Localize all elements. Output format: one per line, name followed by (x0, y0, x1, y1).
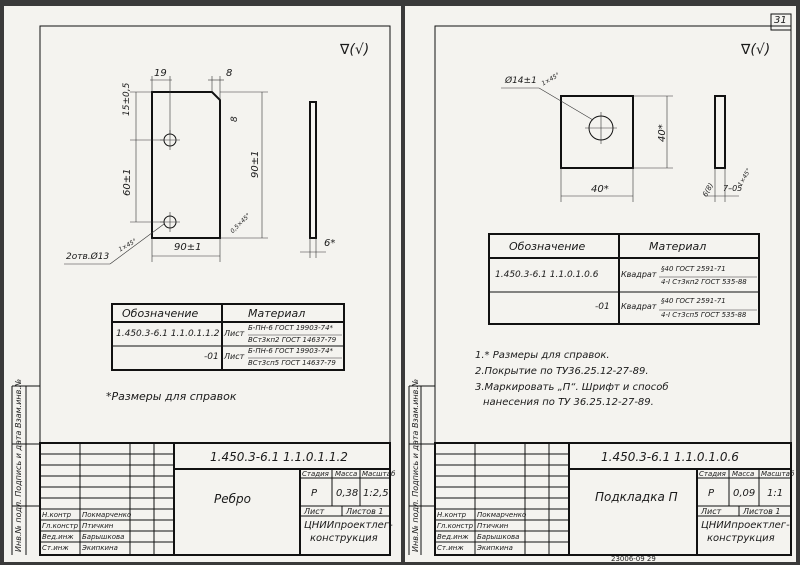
spec-table-frame (111, 303, 345, 371)
spec-row2-material-bottom: ВСт3сп5 ГОСТ 14637-79 (248, 359, 336, 367)
stamp-name-2: Барышкова (82, 533, 125, 541)
spec-header-designation: Обозначение (509, 240, 586, 253)
roughness-symbol: ∇(√) (340, 42, 370, 58)
note-2: 2.Покрытие по ТУ36.25.12-27-89. (475, 366, 649, 377)
stamp-role-2: Вед.инж (42, 533, 74, 541)
dim-40-horizontal: 40* (591, 184, 609, 195)
stamp-name-3: Экипкина (82, 544, 118, 552)
dim-hole-diameter: Ø14±1 (505, 76, 537, 86)
stamp-mass: 0,38 (336, 488, 359, 499)
side-view (309, 101, 317, 239)
note-3-cont: нанесения по ТУ 36.25.12-27-89. (483, 397, 654, 408)
stamp-sheet: Лист (701, 507, 722, 516)
page-number-box (770, 13, 792, 31)
spec-row2-material-top: §40 ГОСТ 2591-71 (661, 297, 726, 305)
stamp-name-3: Экипкина (477, 544, 513, 552)
spec-row2-code: -01 (204, 352, 219, 362)
stamp-name-1: Птичкин (477, 522, 509, 530)
dim-8: 8 (226, 68, 233, 79)
spec-row1-material-top: Б-ПН-6 ГОСТ 19903-74* (248, 324, 334, 332)
stamp-mass-header: Масса (335, 470, 358, 478)
stamp-doc-code: 1.450.3-6.1 1.1.0.1.1.2 (210, 450, 348, 464)
roughness-symbol: ∇(√) (741, 42, 771, 58)
spec-row1-material-bottom: ВСт3кп2 ГОСТ 14637-79 (248, 336, 337, 344)
stamp-role-3: Ст.инж (42, 544, 69, 552)
spec-row1-type: Лист (224, 329, 245, 338)
spec-header-designation: Обозначение (122, 307, 199, 320)
stamp-mass: 0,09 (733, 488, 756, 499)
stamp-title: Подкладка П (595, 490, 678, 504)
stamp-role-1: Гл.констр (42, 522, 79, 530)
stamp-scale: 1:2,5 (363, 488, 389, 499)
stamp-sheets: Листов 1 (346, 507, 384, 516)
stamp-name-2: Барышкова (477, 533, 520, 541)
stamp-stage: Р (708, 488, 715, 499)
side-stamp-labels: Инв.№ подл. Подпись и дата Взам.инв.№ (411, 378, 420, 552)
stamp-role-0: Н.контр (42, 511, 72, 519)
dim-90-horizontal: 90±1 (174, 242, 202, 253)
stamp-name-1: Птичкин (82, 522, 114, 530)
dim-40-vertical: 40* (657, 124, 668, 142)
spec-header-material: Материал (248, 307, 306, 320)
square-plate (560, 95, 634, 169)
left-sheet-linework (11, 25, 391, 556)
stamp-sheets: Листов 1 (743, 507, 781, 516)
stamp-stage-header: Стадия (699, 470, 726, 478)
stamp-scale-header: Масштаб (761, 470, 795, 478)
dim-15: 15±0,5 (122, 82, 132, 116)
spec-header-material: Материал (649, 240, 707, 253)
spec-row1-material-top: §40 ГОСТ 2591-71 (661, 265, 726, 273)
spec-row2-code: -01 (595, 302, 610, 312)
dim-60: 60±1 (122, 168, 133, 196)
stamp-org-line2: конструкция (707, 533, 775, 544)
dim-7: 7–05 (723, 184, 743, 193)
spec-row1-material-bottom: 4-Ⅰ Ст3кп2 ГОСТ 535-88 (661, 278, 747, 286)
stamp-mass-header: Масса (732, 470, 755, 478)
page-number: 31 (774, 15, 787, 26)
left-drawing-sheet: ∇(√) 19 8 15±0,5 8 60±1 90±1 90±1 6* 2от… (4, 6, 401, 562)
spec-row1-code: 1.450.3-6.1 1.1.0.1.1.2 (116, 329, 220, 339)
plate-outline (151, 91, 221, 239)
stamp-stage: Р (311, 488, 318, 499)
note-3: 3.Маркировать „П“. Шрифт и способ (475, 382, 669, 393)
right-drawing-sheet: 31 ∇(√) Ø14±1 1×45° 40* 40* 6(8) 7–05 1×… (405, 6, 796, 563)
spec-row2-type: Квадрат (621, 302, 657, 311)
spec-row2-material-bottom: 4-Ⅰ Ст3сп5 ГОСТ 535-88 (661, 311, 747, 319)
stamp-org-line2: конструкция (310, 533, 378, 544)
dim-19: 19 (154, 68, 167, 79)
stamp-role-2: Вед.инж (437, 533, 469, 541)
stamp-role-1: Гл.констр (437, 522, 474, 530)
spec-table-frame (488, 233, 760, 325)
stamp-scale: 1:1 (767, 488, 784, 499)
dim-6-thickness: 6* (324, 238, 336, 249)
spec-row2-material-top: Б-ПН-6 ГОСТ 19903-74* (248, 347, 334, 355)
stamp-stage-header: Стадия (302, 470, 329, 478)
stamp-role-0: Н.контр (437, 511, 467, 519)
stamp-sheet: Лист (304, 507, 325, 516)
dim-8-vertical: 8 (230, 116, 240, 122)
stamp-scale-header: Масштаб (362, 470, 396, 478)
stamp-role-3: Ст.инж (437, 544, 464, 552)
dim-90-vertical: 90±1 (250, 150, 261, 178)
stamp-name-0: Покмарченко (477, 511, 527, 519)
right-sheet-linework (408, 13, 792, 556)
note-reference-dimensions: *Размеры для справок (106, 390, 237, 403)
side-stamp-labels: Инв.№ подл. Подпись и дата Взам.инв.№ (14, 378, 23, 552)
stamp-org-line1: ЦНИИпроектлег- (701, 520, 790, 531)
spec-row1-code: 1.450.3-6.1 1.1.0.1.0.6 (495, 270, 599, 280)
stamp-title: Ребро (214, 492, 251, 506)
note-1: 1.* Размеры для справок. (475, 350, 610, 361)
stamp-doc-code: 1.450.3-6.1 1.1.0.1.0.6 (601, 450, 739, 464)
title-block-frame (39, 442, 391, 556)
footer-code: 23006-09 29 (611, 555, 656, 563)
side-view (714, 95, 726, 169)
title-block-frame (434, 442, 792, 556)
spec-row2-type: Лист (224, 352, 245, 361)
stamp-name-0: Покмарченко (82, 511, 132, 519)
stamp-org-line1: ЦНИИпроектлег- (304, 520, 393, 531)
spec-row1-type: Квадрат (621, 270, 657, 279)
holes-callout: 2отв.Ø13 (66, 252, 110, 262)
